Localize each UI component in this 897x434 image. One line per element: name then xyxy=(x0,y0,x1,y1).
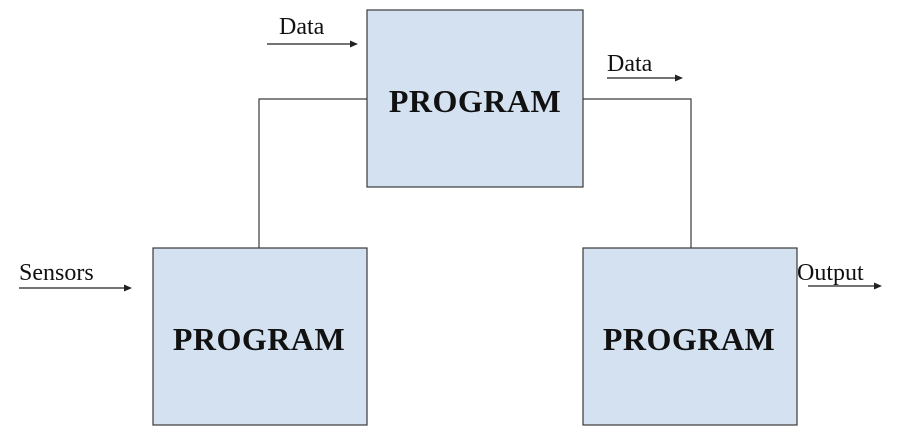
connector-top-to-left xyxy=(258,98,367,248)
arrow-data-in: Data xyxy=(267,14,358,48)
arrow-output-label: Output xyxy=(797,260,864,286)
arrow-data-out-label: Data xyxy=(607,51,653,77)
program-block-top-label: PROGRAM xyxy=(389,83,561,119)
program-block-right-label: PROGRAM xyxy=(603,321,775,357)
arrow-sensors: Sensors xyxy=(19,260,132,292)
program-block-left-label: PROGRAM xyxy=(173,321,345,357)
program-block-top: PROGRAM xyxy=(366,9,584,188)
arrow-data-in-label: Data xyxy=(279,14,325,40)
program-block-right: PROGRAM xyxy=(582,247,798,426)
arrow-output: Output xyxy=(797,260,882,290)
connector-top-to-right xyxy=(583,98,692,248)
program-block-left: PROGRAM xyxy=(152,247,368,426)
arrow-sensors-label: Sensors xyxy=(19,260,94,286)
arrow-data-out: Data xyxy=(607,51,683,82)
